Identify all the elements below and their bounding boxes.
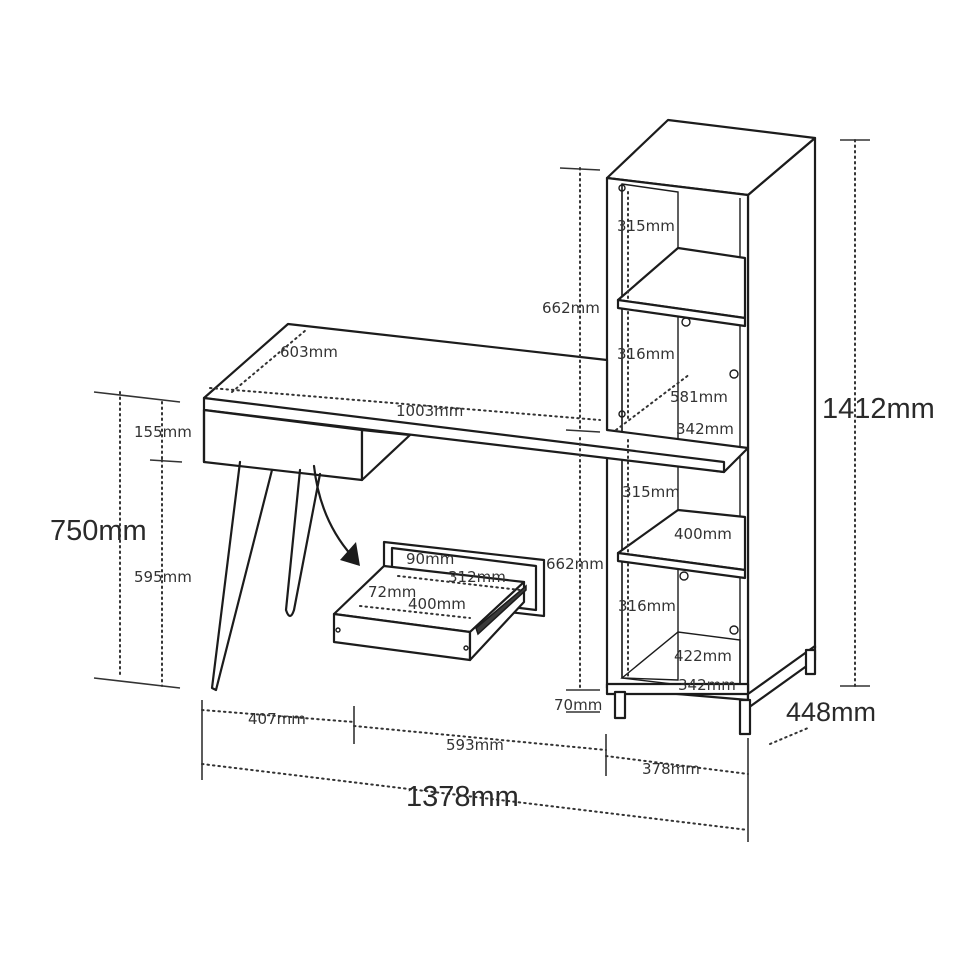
label-compartment-3: 315mm [622,483,680,501]
hairpin-legs [210,460,322,692]
label-compartment-4: 316mm [618,597,676,615]
label-upper-shelf-depth: 342mm [676,420,734,438]
label-middle-shelf-width: 400mm [674,525,732,543]
label-leg-height: 595mm [134,568,192,586]
label-compartment-2: 316mm [617,345,675,363]
label-top-depth: 603mm [280,343,338,361]
label-drawer-height: 155mm [134,423,192,441]
label-unit-width: 378mm [642,760,700,778]
label-base-height: 70mm [554,696,602,714]
dimension-labels: 1412mm 448mm 1378mm 750mm 603mm 1003mm 1… [50,217,935,813]
desk-top [202,322,750,474]
label-drawer-depth: 312mm [448,568,506,586]
drawer-arrow [312,464,360,566]
dimension-lines [93,139,870,842]
label-total-depth: 448mm [786,697,876,727]
label-drawer-width: 400mm [408,595,466,613]
label-bottom-shelf-depth: 342mm [678,676,736,694]
label-leg-offset: 407mm [248,710,306,728]
label-drawer-front: 90mm [406,550,454,568]
arrow-head-icon [340,542,360,566]
label-desk-height: 750mm [50,515,147,547]
label-top-length: 1003mm [396,402,463,420]
desk-drawer-housing [202,408,412,482]
label-drawer-side: 72mm [368,583,416,601]
label-desk-span: 593mm [446,736,504,754]
removed-drawer [332,540,546,662]
label-desk-depth-unit: 581mm [670,388,728,406]
label-bottom-shelf-width: 422mm [674,647,732,665]
label-compartment-1: 315mm [617,217,675,235]
label-lower-section: 662mm [546,555,604,573]
label-total-height: 1412mm [822,393,935,425]
label-total-width: 1378mm [406,781,519,813]
label-upper-section: 662mm [542,299,600,317]
